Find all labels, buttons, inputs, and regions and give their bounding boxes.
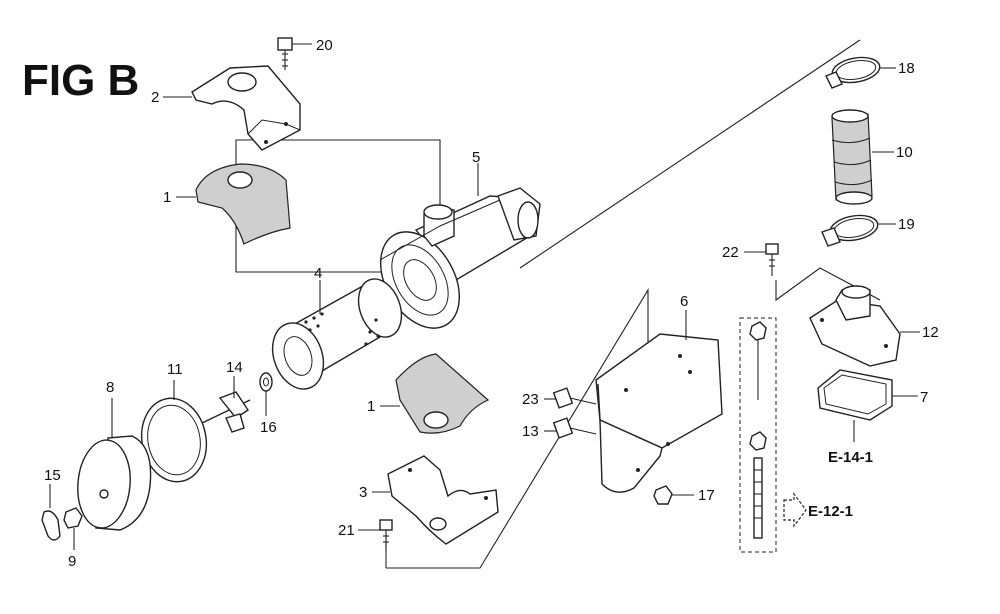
callout-13: 13: [522, 423, 539, 440]
bolt-21: [358, 519, 393, 550]
callout-10: 10: [896, 144, 913, 161]
callout-16: 16: [260, 419, 277, 436]
callout-9: 9: [68, 553, 76, 570]
wing-bolt-14: [199, 376, 251, 433]
callout-15: 15: [44, 467, 61, 484]
figure-title: FIG B: [22, 56, 139, 105]
gasket-7: [817, 369, 918, 442]
callout-6: 6: [680, 293, 688, 310]
callout-18: 18: [898, 60, 915, 77]
callout-3: 3: [359, 484, 367, 501]
bolt-22: [744, 243, 779, 276]
nut-17: [653, 485, 694, 505]
bolt-13: [544, 417, 597, 439]
stud-assembly: [739, 317, 777, 553]
clamp-18: [825, 56, 896, 89]
callout-7: 7: [920, 389, 928, 406]
clamp-19: [821, 214, 896, 247]
lower-cushion-1: [380, 353, 490, 434]
callout-20: 20: [316, 37, 333, 54]
callout-8: 8: [106, 379, 114, 396]
callout-17: 17: [698, 487, 715, 504]
reference-arrow-e12: [783, 492, 807, 528]
callout-4: 4: [314, 265, 322, 282]
callout-22: 22: [722, 244, 739, 261]
callout-21: 21: [338, 522, 355, 539]
lower-bracket-3: [372, 455, 499, 545]
cover-8: [77, 398, 152, 531]
clip-15: [41, 484, 61, 541]
reference-e12: E-12-1: [808, 503, 853, 520]
upper-bracket-2: [163, 65, 301, 151]
bolt-20: [277, 37, 312, 70]
callout-19: 19: [898, 216, 915, 233]
callout-12: 12: [922, 324, 939, 341]
callout-11: 11: [167, 361, 183, 378]
hose-10: [831, 109, 894, 205]
callout-14: 14: [226, 359, 243, 376]
washer-16: [259, 372, 273, 416]
shroud-6: [595, 310, 723, 493]
elbow-adapter-12: [809, 285, 920, 367]
callout-5: 5: [472, 149, 480, 166]
callout-23: 23: [522, 391, 539, 408]
air-cleaner-housing-5: [379, 163, 541, 329]
reference-e14: E-14-1: [828, 449, 873, 466]
callout-1b: 1: [367, 398, 375, 415]
filter-element-4: [271, 278, 403, 390]
bolt-23: [544, 387, 597, 409]
callout-1a: 1: [163, 189, 171, 206]
nut-9: [63, 507, 83, 550]
upper-cushion-1: [176, 163, 291, 245]
callout-2: 2: [151, 89, 159, 106]
